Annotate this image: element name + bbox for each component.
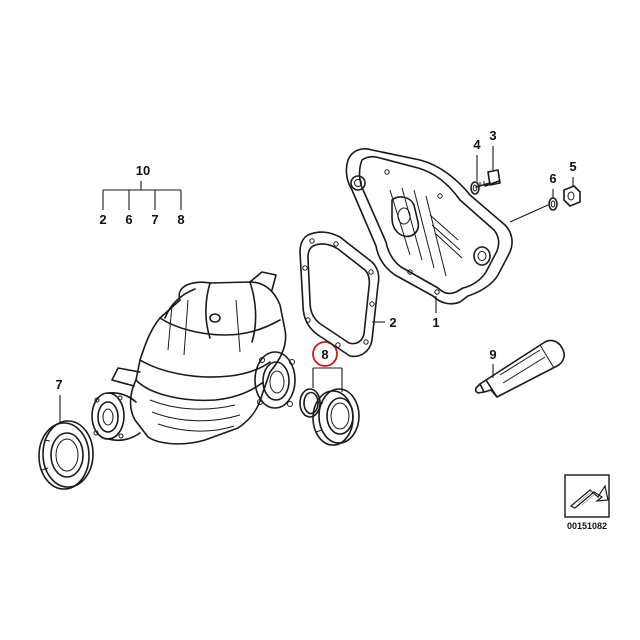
cover-center-boss [391,196,420,238]
callout-8-label[interactable]: 8 [321,347,328,362]
callout-3-bolt: 3 [489,128,497,170]
right-flange-outer [254,351,296,409]
bolt-3[interactable] [475,169,501,188]
washer-4[interactable] [470,181,480,195]
callout-9-label[interactable]: 9 [489,347,496,362]
callout-6-washer: 6 [549,171,557,198]
arrow-icon [569,484,609,509]
callout-1-cover: 1 [432,296,440,330]
callout-8-bracket [312,367,343,392]
fastener-axis-line [509,204,549,223]
callout-2-gasket: 2 [372,315,397,330]
o-ring[interactable] [299,388,321,418]
highlight-ring [312,341,338,367]
callout-10-label[interactable]: 10 [136,163,150,178]
callout-1-label[interactable]: 1 [432,315,439,330]
callout-4-washer: 4 [473,137,481,181]
callout-10-child-8[interactable]: 8 [177,212,184,227]
callout-4-label[interactable]: 4 [473,137,481,152]
gasket-2[interactable] [299,231,380,358]
cover-mount-hole-top [350,175,366,191]
seal-7-left[interactable] [38,420,94,490]
callout-6-label[interactable]: 6 [549,171,556,186]
group-callout-10: 10 2 6 7 8 [99,163,184,227]
group-bracket-lines [102,181,182,210]
callout-10-child-6[interactable]: 6 [125,212,132,227]
callout-2-label[interactable]: 2 [389,315,396,330]
callout-5-label[interactable]: 5 [569,159,576,174]
callout-10-child-7[interactable]: 7 [151,212,158,227]
callout-7-left: 7 [55,377,63,423]
callout-7-label[interactable]: 7 [55,377,62,392]
callout-3-label[interactable]: 3 [489,128,496,143]
cover-1[interactable] [345,148,513,305]
callout-10-child-2[interactable]: 2 [99,212,106,227]
sealant-tube-9[interactable] [474,339,565,398]
callout-8-highlighted: 8 [312,341,343,392]
differential-housing[interactable] [91,271,296,445]
seal-8-right[interactable] [312,388,360,446]
right-flange-inner [262,361,290,401]
callout-5-nut: 5 [569,159,577,186]
cover-mount-hole-right [473,246,491,266]
callout-9-tube: 9 [489,347,497,378]
nut-5[interactable] [563,185,581,207]
diagram-number: 00151082 [567,521,607,531]
diagram-id-badge: 00151082 [564,474,610,531]
washer-6[interactable] [548,197,558,211]
